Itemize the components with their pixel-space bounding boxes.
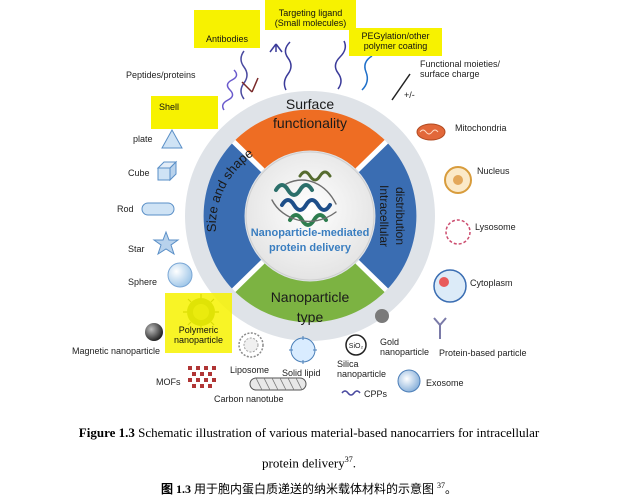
label-cube: Cube bbox=[128, 168, 150, 178]
label-nucleus: Nucleus bbox=[477, 166, 510, 176]
organelle-icons bbox=[416, 123, 472, 303]
nucleolus-icon bbox=[453, 175, 463, 185]
label-silica-nanoparticle: Silica nanoparticle bbox=[337, 359, 387, 379]
label-antibodies: Antibodies bbox=[194, 10, 260, 48]
antibody-icon bbox=[241, 77, 259, 93]
surface-moieties: +/- bbox=[221, 40, 415, 111]
functional-moiety-line-icon bbox=[391, 73, 411, 101]
label-plate: plate bbox=[133, 134, 153, 144]
caption-chinese-end: 。 bbox=[445, 482, 458, 496]
mitochondria-icon bbox=[416, 123, 446, 141]
cube-icon bbox=[156, 160, 178, 182]
peg-chain-icon bbox=[334, 40, 347, 90]
peg-chain-2-icon bbox=[361, 55, 373, 91]
protein-structure-icon bbox=[271, 170, 337, 227]
lysosome-icon bbox=[445, 219, 471, 245]
label-rod: Rod bbox=[117, 204, 134, 214]
label-star: Star bbox=[128, 244, 145, 254]
ligand-branch-icon bbox=[269, 43, 283, 53]
type-label-line2: type bbox=[297, 309, 324, 325]
center-title-line2: protein delivery bbox=[269, 242, 352, 254]
gold-nanoparticle-icon bbox=[375, 309, 389, 323]
caption-english-end: . bbox=[352, 455, 356, 471]
distribution-label-line2: distribution bbox=[393, 187, 407, 245]
segment-intracellular-distribution bbox=[357, 141, 417, 291]
cpps-icon bbox=[341, 390, 361, 396]
label-magnetic-nanoparticle: Magnetic nanoparticle bbox=[72, 346, 161, 356]
label-carbon-nanotube: Carbon nanotube bbox=[214, 394, 284, 404]
label-sphere: Sphere bbox=[128, 277, 158, 287]
label-mitochondria: Mitochondria bbox=[455, 123, 507, 133]
label-pegylation: PEGylation/other polymer coating bbox=[349, 28, 442, 56]
protein-based-particle-icon bbox=[433, 317, 447, 339]
exosome-icon bbox=[397, 369, 421, 393]
label-gold-nanoparticle: Gold nanoparticle bbox=[380, 337, 430, 357]
surface-label-line1: Surface bbox=[286, 96, 334, 112]
label-functional-moieties: Functional moieties/ surface charge bbox=[420, 59, 501, 79]
segment-separators bbox=[231, 139, 389, 293]
center-disc bbox=[245, 151, 375, 281]
star-icon bbox=[152, 230, 180, 256]
cytoplasm-icon bbox=[433, 269, 467, 303]
caption-english-text-2: protein delivery bbox=[262, 455, 345, 471]
antibody-chain-icon bbox=[240, 50, 248, 100]
cytoplasm-organelle-icon bbox=[439, 277, 449, 287]
label-polymeric-nanoparticle: Polymeric nanoparticle bbox=[165, 293, 232, 353]
rod-icon bbox=[141, 202, 175, 216]
caption-english-line1: Figure 1.3 Schematic illustration of var… bbox=[0, 425, 618, 441]
distribution-label-line1: Intracellular bbox=[377, 185, 391, 247]
center-title-line1: Nanoparticle-mediated bbox=[251, 227, 370, 239]
label-exosome: Exosome bbox=[426, 378, 464, 388]
carbon-nanotube-icon bbox=[249, 377, 307, 391]
caption-english-line2: protein delivery37. bbox=[0, 455, 618, 471]
label-protein-based-particle: Protein-based particle bbox=[439, 348, 527, 358]
segment-nanoparticle-type bbox=[233, 261, 387, 323]
solid-lipid-icon bbox=[290, 337, 316, 363]
label-cpps: CPPs bbox=[364, 389, 388, 399]
silica-nanoparticle-icon bbox=[345, 334, 367, 356]
label-mofs: MOFs bbox=[156, 377, 181, 387]
label-targeting-ligand: Targeting ligand (Small molecules) bbox=[265, 0, 356, 30]
charge-symbols: +/- bbox=[404, 90, 415, 100]
caption-chinese-ref: 37 bbox=[437, 481, 445, 490]
sio2-label: SiO₂ bbox=[349, 343, 364, 350]
type-label-line1: Nanoparticle bbox=[271, 289, 350, 305]
sphere-icon bbox=[167, 262, 193, 288]
caption-chinese: 图 1.3 用于胞内蛋白质递送的纳米载体材料的示意图 37。 bbox=[0, 480, 618, 497]
label-solid-lipid: Solid lipid bbox=[282, 368, 321, 378]
surface-label-line2: functionality bbox=[273, 115, 347, 131]
label-liposome: Liposome bbox=[230, 365, 270, 375]
label-lysosome: Lysosome bbox=[475, 222, 516, 232]
label-peptides-proteins: Peptides/proteins bbox=[126, 70, 196, 80]
caption-english-text: Schematic illustration of various materi… bbox=[134, 425, 540, 440]
segment-surface-functionality bbox=[233, 109, 387, 171]
caption-figure-number: Figure 1.3 bbox=[78, 425, 135, 440]
segment-size-and-shape bbox=[203, 141, 263, 291]
plate-icon bbox=[161, 128, 183, 149]
label-cytoplasm: Cytoplasm bbox=[470, 278, 513, 288]
caption-chinese-text: 用于胞内蛋白质递送的纳米载体材料的示意图 bbox=[190, 482, 437, 496]
mofs-icon bbox=[188, 366, 216, 388]
caption-chinese-figure-number: 图 1.3 bbox=[160, 482, 191, 496]
peptide-chain-icon bbox=[221, 69, 238, 111]
targeting-ligand-chain-icon bbox=[283, 41, 292, 91]
label-shell: Shell bbox=[151, 96, 218, 129]
caption-english-ref: 37 bbox=[344, 455, 353, 464]
magnetic-nanoparticle-icon bbox=[145, 323, 163, 341]
